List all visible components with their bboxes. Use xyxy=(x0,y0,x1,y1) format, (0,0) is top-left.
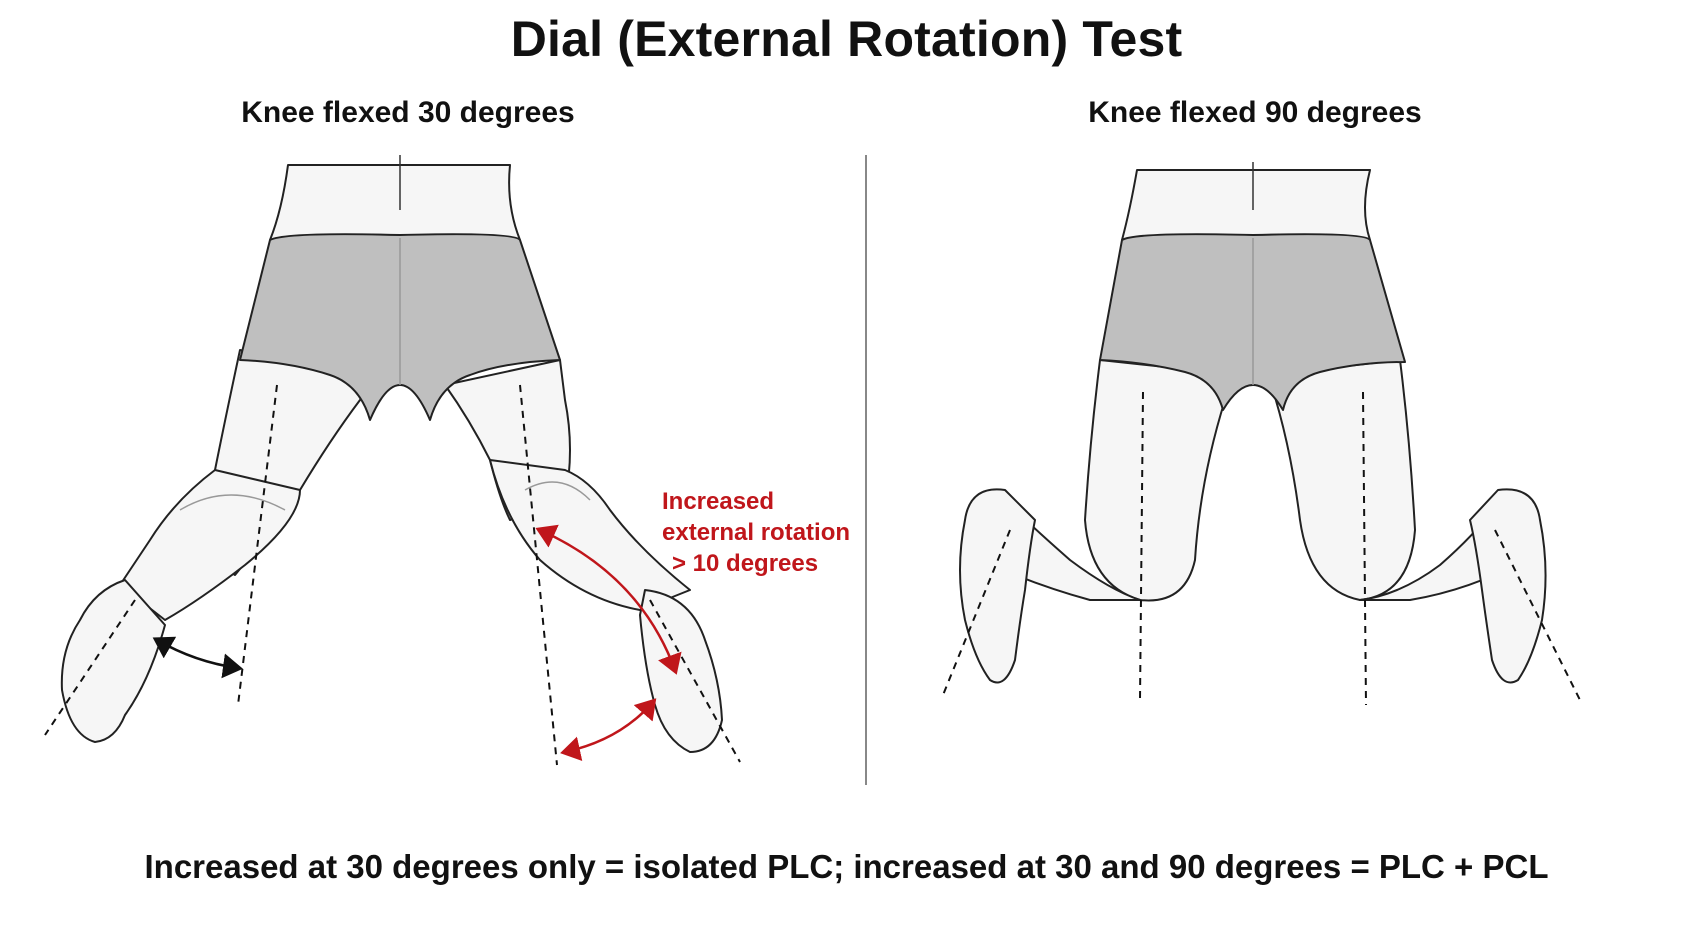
figure-caption: Increased at 30 degrees only = isolated … xyxy=(144,848,1549,885)
foot-axis-left-30 xyxy=(44,599,136,736)
right-thigh-90 xyxy=(1267,359,1416,601)
torso-left xyxy=(269,164,521,241)
normal-rotation-arrow xyxy=(152,636,243,679)
right-foot-30 xyxy=(639,589,723,753)
thigh-axis-right-90 xyxy=(1362,391,1367,706)
prone-figure-30-degrees xyxy=(44,155,741,766)
torso-right xyxy=(1121,169,1371,241)
panel-heading-90-degrees: Knee flexed 90 degrees xyxy=(1088,96,1422,129)
left-foot-30 xyxy=(60,579,166,743)
left-calf-30 xyxy=(119,469,301,621)
annotation-line-2: external rotation xyxy=(662,519,851,546)
right-foot-90 xyxy=(1469,488,1547,684)
panel-heading-30-degrees: Knee flexed 30 degrees xyxy=(241,96,575,129)
figure-title: Dial (External Rotation) Test xyxy=(510,11,1183,67)
foot-axis-right-90 xyxy=(1494,529,1581,701)
prone-figure-90-degrees xyxy=(942,162,1581,706)
thigh-axis-left-30 xyxy=(237,384,278,706)
left-foot-90 xyxy=(959,488,1036,684)
annotation-line-3: > 10 degrees xyxy=(672,550,819,577)
increased-rotation-arrow-lower xyxy=(560,698,657,762)
increased-rotation-arrow-upper xyxy=(535,524,682,675)
increased-rotation-annotation: Increased external rotation > 10 degrees xyxy=(662,486,850,579)
foot-axis-left-90 xyxy=(942,529,1011,696)
thigh-axis-right-30 xyxy=(519,384,558,766)
right-calf-30 xyxy=(489,459,691,611)
annotation-line-1: Increased xyxy=(662,488,775,515)
